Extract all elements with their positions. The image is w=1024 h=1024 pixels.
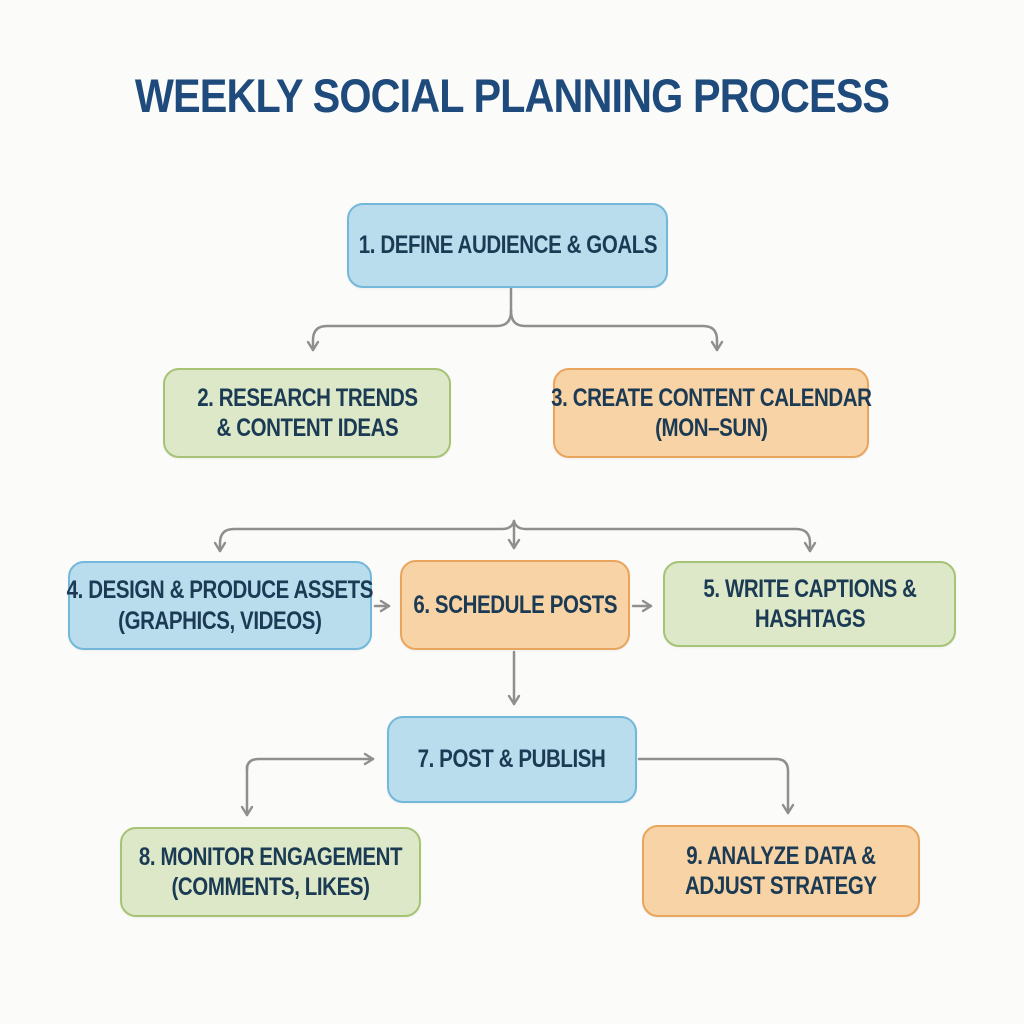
flow-box-define-audience-goals: 1. DEFINE AUDIENCE & GOALS — [347, 203, 668, 288]
arrow-row-to-4 — [213, 519, 516, 553]
flow-box-label: 2. RESEARCH TRENDS& CONTENT IDEAS — [196, 383, 418, 443]
arrow-row-to-5 — [512, 519, 817, 553]
flow-box-label: 1. DEFINE AUDIENCE & GOALS — [358, 231, 657, 260]
flow-box-label: 8. MONITOR ENGAGEMENT(COMMENTS, LIKES) — [138, 842, 403, 902]
arrow-1-to-3 — [509, 309, 724, 352]
flow-box-label: 4. DESIGN & PRODUCE ASSETS(GRAPHICS, VID… — [66, 576, 374, 635]
diagram-title: WEEKLY SOCIAL PLANNING PROCESS — [134, 69, 890, 122]
arrow-7-to-9 — [637, 757, 795, 815]
arrow-1-to-2 — [306, 309, 513, 352]
flow-box-label: 9. ANALYZE DATA &ADJUST STRATEGY — [685, 841, 877, 901]
flow-box-analyze-data: 9. ANALYZE DATA &ADJUST STRATEGY — [642, 825, 920, 917]
flow-box-monitor-engagement: 8. MONITOR ENGAGEMENT(COMMENTS, LIKES) — [120, 827, 421, 917]
flow-box-design-produce-assets: 4. DESIGN & PRODUCE ASSETS(GRAPHICS, VID… — [66, 561, 374, 650]
flow-box-label: 3. CREATE CONTENT CALENDAR(MON–SUN) — [550, 383, 872, 443]
flow-box-label: 7. POST & PUBLISH — [418, 745, 606, 774]
flow-box-schedule-posts: 6. SCHEDULE POSTS — [400, 560, 630, 650]
flow-box-label: 6. SCHEDULE POSTS — [413, 590, 617, 619]
arrow-elbow-to-7 — [245, 752, 375, 771]
flow-box-label: 5. WRITE CAPTIONS &HASHTAGS — [702, 574, 917, 634]
flow-box-write-captions-hashtags: 5. WRITE CAPTIONS &HASHTAGS — [663, 561, 956, 647]
flow-box-post-publish: 7. POST & PUBLISH — [387, 716, 637, 803]
flow-box-research-trends: 2. RESEARCH TRENDS& CONTENT IDEAS — [163, 368, 451, 458]
flow-box-content-calendar: 3. CREATE CONTENT CALENDAR(MON–SUN) — [550, 368, 872, 458]
